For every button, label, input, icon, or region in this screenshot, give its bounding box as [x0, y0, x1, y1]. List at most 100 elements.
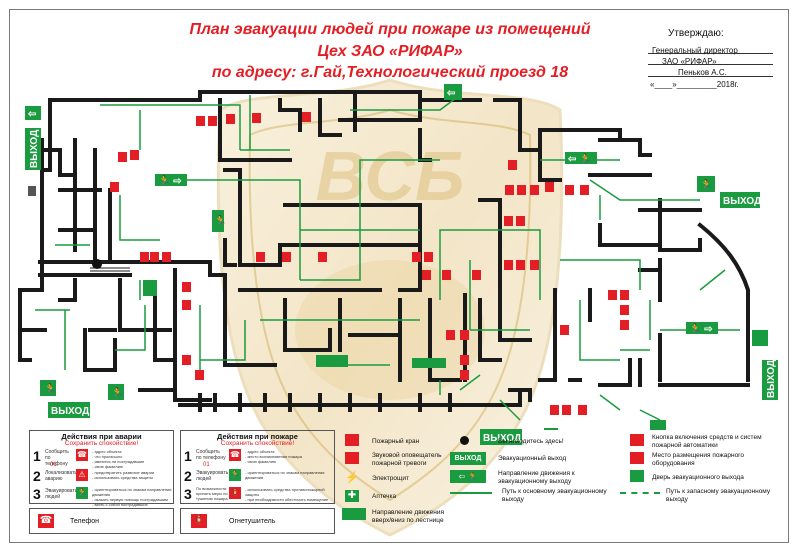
lightning-icon: ⚡	[345, 472, 359, 484]
approval-name: Пеньков А.С.	[678, 68, 727, 77]
approval-line	[648, 64, 773, 65]
accident-step-1-text: - адрес объекта - что произошло - имеютс…	[92, 449, 145, 469]
extinguisher-icon: 🧯	[191, 514, 207, 528]
fire-button-icon	[630, 434, 644, 446]
accident-box-subtitle: Сохранить спокойствие!	[64, 440, 139, 447]
legend-direction: Направление движения к эвакуационному вы…	[498, 470, 575, 485]
legend-stairs: Направление движения вверх/вниз по лестн…	[372, 509, 444, 524]
accident-step-2-label: Локализовать аварию	[45, 470, 78, 482]
accident-step-1-phone: 01	[50, 462, 57, 468]
legend-main-path: Путь к основному эвакуационному выходу	[502, 488, 607, 503]
fire-step-1-number: 1	[184, 448, 192, 464]
svg-text:🏃 ⇨: 🏃 ⇨	[689, 322, 713, 335]
fire-step-3-label: По возможности принять меры по тушению п…	[196, 486, 228, 501]
accident-step-3-text: - ориентироваться по знакам направления …	[92, 487, 172, 507]
exit-label-right-top: ВЫХОД	[723, 196, 761, 207]
watermark-shield: ВСБ	[216, 78, 564, 537]
approval-company: ЗАО «РИФАР»	[662, 57, 717, 66]
approval-date: «____»_________2018г.	[650, 80, 739, 89]
extinguisher-icon: 🧯	[229, 487, 241, 499]
door-icon	[630, 470, 644, 482]
legend-equipment: Место размещения пожарного оборудования	[652, 452, 745, 467]
approval-line	[648, 53, 773, 54]
fire-step-2-text: - ориентироваться по знакам направления …	[245, 470, 325, 480]
exit-sign-icon: ВЫХОД	[450, 452, 486, 465]
exit-door-signs	[25, 84, 768, 430]
svg-text:⇦ 🏃: ⇦ 🏃	[567, 152, 592, 165]
accident-step-2-number: 2	[33, 468, 41, 484]
you-are-here-icon	[460, 436, 469, 445]
spare-path-icon	[620, 492, 660, 494]
legend-exit-sign: Эвакуационный выход	[498, 455, 567, 462]
fire-step-1-phone: 01	[203, 462, 210, 468]
phone-legend: ☎ Телефон	[29, 508, 174, 534]
svg-text:🏃: 🏃	[44, 382, 56, 395]
legend-hydrant: Пожарный кран	[372, 438, 420, 445]
exit-door-sign-glyphs: ⇦ ⇦ 🏃 ⇨ 🏃 🏃 🏃 ⇦ 🏃 🏃 🏃 ⇨	[27, 88, 713, 399]
accident-step-3-label: Эвакуировать людей	[45, 488, 78, 500]
symbol-legend: Пожарный кран Звуковой оповещатель пожар…	[340, 432, 780, 532]
approval-heading: Утверждаю:	[668, 28, 724, 39]
svg-text:🏃: 🏃	[700, 178, 712, 191]
shield-block	[28, 186, 36, 196]
fire-step-2-label: Эвакуировать людей	[196, 470, 229, 482]
phone-icon: ☎	[229, 449, 241, 461]
exit-label-left-vertical: ВЫХОД	[29, 130, 40, 168]
evacuation-routes	[35, 94, 740, 421]
svg-text:🏃 ⇨: 🏃 ⇨	[158, 174, 182, 187]
legend-fire-button: Кнопка включения средств и систем пожарн…	[652, 434, 762, 449]
accident-step-1-label: Сообщить по телефону	[45, 449, 69, 467]
phone-icon: ☎	[38, 514, 54, 528]
svg-text:ВСБ: ВСБ	[316, 137, 465, 215]
main-path-icon	[450, 492, 492, 494]
exit-label-bottom-left: ВЫХОД	[51, 406, 89, 417]
exit-label-right-vertical: ВЫХОД	[766, 360, 777, 398]
alarm-icon	[345, 452, 359, 464]
extinguisher-legend-label: Огнетушитель	[229, 518, 276, 525]
accident-box-title: Действия при аварии	[61, 432, 142, 441]
evacuate-icon: 🏃	[76, 487, 88, 499]
approval-position: Генеральный директор	[652, 46, 738, 55]
phone-icon: ☎	[76, 449, 88, 461]
fire-step-1-label: Сообщить по телефону	[196, 449, 226, 461]
accident-actions-box: Действия при аварии Сохранить спокойстви…	[29, 430, 174, 507]
plan-title-line-1: План эвакуации людей при пожаре из помещ…	[189, 21, 591, 38]
plan-title-line-3: по адресу: г.Гай,Технологический проезд …	[211, 64, 569, 81]
evacuate-icon: 🏃	[229, 469, 241, 481]
hazard-icon: ⚠	[76, 469, 88, 481]
extinguisher-legend: 🧯 Огнетушитель	[180, 508, 335, 534]
phone-legend-label: Телефон	[70, 518, 100, 525]
stairs-icon	[342, 508, 366, 520]
fire-step-3-number: 3	[184, 486, 192, 502]
equipment-icon	[630, 452, 644, 464]
accident-step-3-number: 3	[33, 486, 41, 502]
fire-step-1-text: - адрес объекта - место возникновения по…	[245, 449, 302, 464]
accident-step-1-number: 1	[33, 448, 41, 464]
exit-label-bottom-center: ВЫХОД	[483, 433, 521, 444]
fire-step-3-text: - использовать средства противопожарной …	[245, 487, 329, 502]
fire-box-title: Действия при пожаре	[217, 432, 298, 441]
fire-equipment-markers	[110, 112, 629, 415]
first-aid-icon: ✚	[345, 490, 359, 502]
svg-text:⇦: ⇦	[446, 88, 456, 99]
approval-line	[648, 76, 773, 77]
accident-step-2-text: - предотвратить развитие аварии - исполь…	[92, 470, 155, 480]
legend-spare-path: Путь к запасному эвакуационному выходу	[666, 488, 771, 503]
you-are-here-marker	[92, 259, 102, 269]
legend-shield: Электрощит	[372, 475, 409, 482]
plan-title-line-2: Цех ЗАО «РИФАР»	[317, 43, 463, 60]
exit-labels: ВЫХОД ВЫХОД ВЫХОД ВЫХОД ВЫХОД	[25, 128, 778, 445]
legend-you-are-here: Вы находитесь здесь!	[498, 438, 564, 445]
hydrant-icon	[345, 434, 359, 446]
legend-alarm: Звуковой оповещатель пожарной тревоги	[372, 452, 442, 467]
fire-step-2-number: 2	[184, 468, 192, 484]
building-walls	[18, 90, 750, 412]
legend-first-aid: Аптечка	[372, 493, 397, 500]
svg-text:⇦: ⇦	[27, 109, 37, 120]
fire-actions-box: Действия при пожаре Сохранить спокойстви…	[180, 430, 335, 504]
svg-text:🏃: 🏃	[214, 214, 226, 227]
svg-text:🏃: 🏃	[111, 386, 123, 399]
plan-frame	[9, 9, 789, 543]
fire-box-subtitle: Сохранить спокойствие!	[220, 440, 295, 447]
